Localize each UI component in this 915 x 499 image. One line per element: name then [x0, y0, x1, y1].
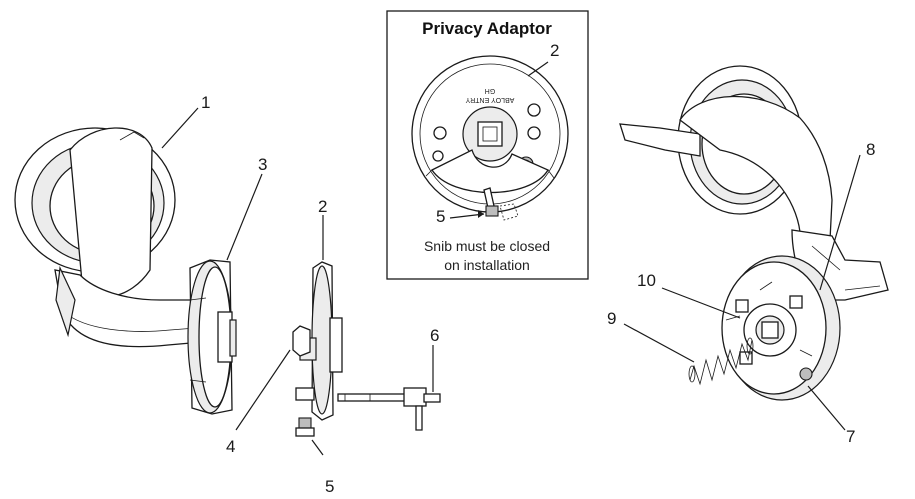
adaptor-engraving-2: GH [485, 87, 496, 94]
callout-7: 7 [846, 427, 855, 446]
inset-callout-5: 5 [436, 207, 445, 226]
privacy-adaptor-inset: Privacy Adaptor ABLOY ENTRY GH 2 5 Snib … [386, 10, 589, 280]
callout-5: 5 [325, 477, 334, 496]
callout-6: 6 [430, 326, 439, 345]
callout-9: 9 [607, 309, 616, 328]
callout-1: 1 [201, 93, 210, 112]
callout-3: 3 [258, 155, 267, 174]
inset-note-line1: Snib must be closed [424, 238, 550, 254]
leader-lines [161, 107, 861, 456]
callout-10: 10 [637, 271, 656, 290]
left-lever-handle [14, 127, 226, 348]
rose-assembly [187, 259, 237, 415]
right-lever-handle [619, 65, 889, 301]
spring [688, 337, 754, 386]
callout-4: 4 [226, 437, 235, 456]
callout-8: 8 [866, 140, 875, 159]
inset-title: Privacy Adaptor [422, 19, 552, 38]
right-chassis [721, 255, 841, 401]
middle-chassis [292, 261, 441, 437]
inset-callout-2: 2 [550, 41, 559, 60]
adaptor-engraving-1: ABLOY ENTRY [465, 96, 514, 103]
callout-2: 2 [318, 197, 327, 216]
inset-note-line2: on installation [444, 257, 530, 273]
